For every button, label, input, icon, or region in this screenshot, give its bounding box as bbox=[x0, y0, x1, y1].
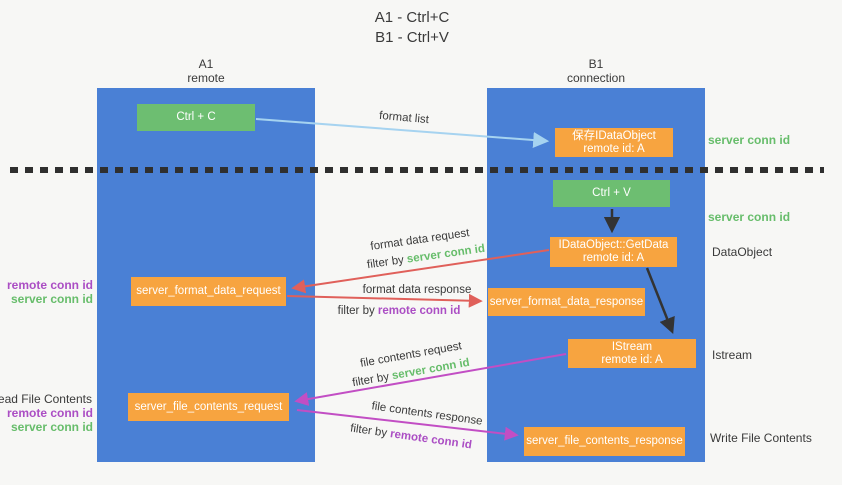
annotation-remote-conn-id-top: remote conn id bbox=[6, 278, 93, 292]
node-server-format-data-request: server_format_data_request bbox=[131, 277, 286, 306]
remote-conn-id-key: remote conn id bbox=[377, 305, 461, 317]
annotation-istream: Istream bbox=[712, 348, 753, 362]
title-line-2: B1 - Ctrl+V bbox=[375, 29, 449, 46]
node-server-file-contents-response: server_file_contents_response bbox=[524, 427, 685, 456]
annotation-server-conn-id-top: server conn id bbox=[708, 133, 791, 147]
filter-by-text: filter by bbox=[337, 305, 378, 317]
arrow-format-data-response bbox=[286, 293, 483, 308]
node-ctrl-c-label: Ctrl + C bbox=[176, 111, 216, 123]
node-server-format-data-response-label: server_format_data_response bbox=[489, 295, 644, 308]
column-a-subtitle: remote bbox=[187, 71, 225, 85]
node-save-idataobject: 保存IDataObject remote id: A bbox=[555, 128, 673, 157]
node-idataobject-getdata-line1: IDataObject::GetData bbox=[558, 239, 669, 251]
label-format-list: format list bbox=[378, 109, 430, 127]
annotation-server-conn-id-mid: server conn id bbox=[708, 210, 791, 224]
title-line-1: A1 - Ctrl+C bbox=[374, 9, 450, 26]
column-a-name: A1 bbox=[198, 57, 214, 71]
node-ctrl-c: Ctrl + C bbox=[137, 104, 255, 131]
node-idataobject-getdata: IDataObject::GetData remote id: A bbox=[550, 237, 677, 267]
annotation-read-file-contents: Read File Contents bbox=[0, 392, 92, 406]
diagram-title: A1 - Ctrl+C B1 - Ctrl+V bbox=[375, 8, 450, 48]
node-idataobject-getdata-line2: remote id: A bbox=[582, 252, 645, 264]
label-filter-file-response: filter by remote conn id bbox=[349, 423, 472, 452]
node-istream-line1: IStream bbox=[611, 340, 653, 353]
node-server-file-contents-request-label: server_file_contents_request bbox=[134, 400, 283, 413]
annotation-conn-ids-top: remote conn id server conn id bbox=[7, 278, 93, 306]
annotation-conn-ids-bottom: remote conn id server conn id bbox=[7, 406, 93, 434]
label-filter-format-response: filter by remote conn id bbox=[338, 305, 461, 317]
node-ctrl-v-label: Ctrl + V bbox=[592, 187, 631, 199]
remote-conn-id-key: remote conn id bbox=[389, 428, 473, 452]
annotation-server-conn-id-left-top: server conn id bbox=[10, 292, 93, 306]
node-server-file-contents-response-label: server_file_contents_response bbox=[526, 435, 683, 447]
annotation-server-conn-id-left-bottom: server conn id bbox=[10, 420, 93, 434]
column-b-subtitle: connection bbox=[566, 71, 626, 85]
node-istream: IStream remote id: A bbox=[568, 339, 696, 368]
column-a-header: A1 remote bbox=[97, 57, 315, 85]
node-istream-line2: remote id: A bbox=[601, 353, 663, 366]
node-server-format-data-request-label: server_format_data_request bbox=[136, 285, 281, 297]
label-format-data-response: format data response bbox=[362, 284, 472, 296]
node-server-format-data-response: server_format_data_response bbox=[488, 288, 645, 316]
filter-by-text: filter by bbox=[366, 253, 408, 272]
node-server-file-contents-request: server_file_contents_request bbox=[128, 393, 289, 421]
column-b-name: B1 bbox=[588, 57, 604, 71]
node-save-idataobject-line1: 保存IDataObject bbox=[572, 129, 656, 142]
annotation-remote-conn-id-bottom: remote conn id bbox=[6, 406, 93, 420]
filter-by-text: filter by bbox=[349, 422, 391, 441]
column-b-header: B1 connection bbox=[487, 57, 705, 85]
annotation-dataobject: DataObject bbox=[712, 245, 773, 259]
node-ctrl-v: Ctrl + V bbox=[553, 180, 670, 207]
annotation-write-file-contents: Write File Contents bbox=[710, 431, 812, 445]
label-file-contents-response: file contents response bbox=[370, 400, 484, 428]
filter-by-text: filter by bbox=[351, 370, 394, 390]
node-save-idataobject-line2: remote id: A bbox=[583, 142, 645, 155]
dashed-divider bbox=[10, 167, 824, 173]
